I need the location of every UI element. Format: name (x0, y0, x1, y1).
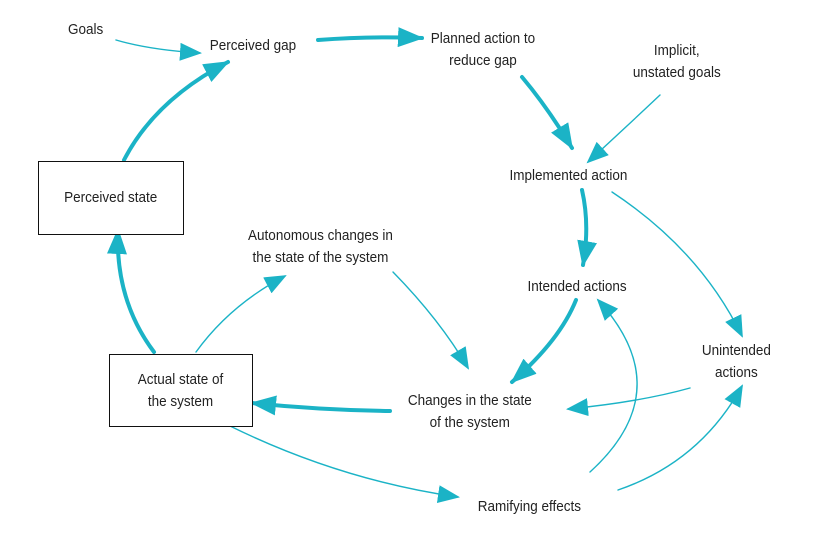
node-implicit-goals-line2: unstated goals (632, 64, 721, 81)
node-implicit-goals: Implicit, unstated goals (633, 40, 721, 84)
node-changes-in-state-line2: of the system (429, 414, 510, 431)
node-autonomous-changes: Autonomous changes in the state of the s… (248, 225, 393, 269)
node-actual-state-line2: the system (148, 392, 214, 410)
box-perceived-state: Perceived state (38, 161, 184, 235)
arrow-autonomous-to-changes (392, 271, 470, 370)
node-intended-actions: Intended actions (527, 278, 627, 295)
node-autonomous-changes-line2: the state of the system (252, 249, 389, 266)
arrow-implicit-to-implemented (586, 94, 661, 164)
node-ramifying-effects: Ramifying effects (477, 498, 582, 515)
arrow-intended-to-changes (510, 298, 578, 384)
node-unintended-actions-line1: Unintended (701, 342, 771, 359)
arrow-implemented-to-intended (577, 188, 597, 267)
node-unintended-actions: Unintended actions (702, 340, 771, 384)
node-implemented-action: Implemented action (509, 167, 628, 184)
arrow-gap-to-planned (316, 27, 424, 48)
node-perceived-state: Perceived state (64, 189, 158, 206)
arrow-ramifying-to-unintended (617, 384, 743, 491)
arrow-perceived-to-gap (122, 60, 230, 162)
node-goals: Goals (67, 21, 104, 38)
node-unintended-actions-line2: actions (714, 364, 758, 381)
arrow-ramifying-to-intended (589, 298, 638, 473)
arrow-planned-to-implemented (520, 75, 574, 150)
arrow-implemented-to-unintended (611, 191, 743, 338)
node-perceived-gap: Perceived gap (209, 37, 297, 54)
node-planned-action-line1: Planned action to (430, 30, 536, 47)
box-actual-state: Actual state of the system (109, 354, 253, 427)
node-actual-state: Actual state of the system (138, 369, 224, 413)
node-planned-action-line2: reduce gap (449, 52, 517, 69)
node-autonomous-changes-line1: Autonomous changes in (248, 227, 393, 244)
node-changes-in-state-line1: Changes in the state (407, 392, 532, 409)
arrow-goals-to-gap (115, 39, 202, 61)
node-actual-state-line1: Actual state of (138, 370, 224, 388)
node-planned-action: Planned action to reduce gap (431, 28, 535, 72)
arrow-actual-to-autonomous (195, 275, 287, 353)
arrow-unintended-to-changes (566, 387, 691, 417)
node-implicit-goals-line1: Implicit, (653, 42, 700, 59)
node-changes-in-state: Changes in the state of the system (408, 390, 532, 434)
arrow-changes-to-actual (250, 395, 392, 416)
arrow-actual-to-perceived (106, 228, 156, 354)
arrow-actual-to-ramifying (229, 425, 460, 504)
